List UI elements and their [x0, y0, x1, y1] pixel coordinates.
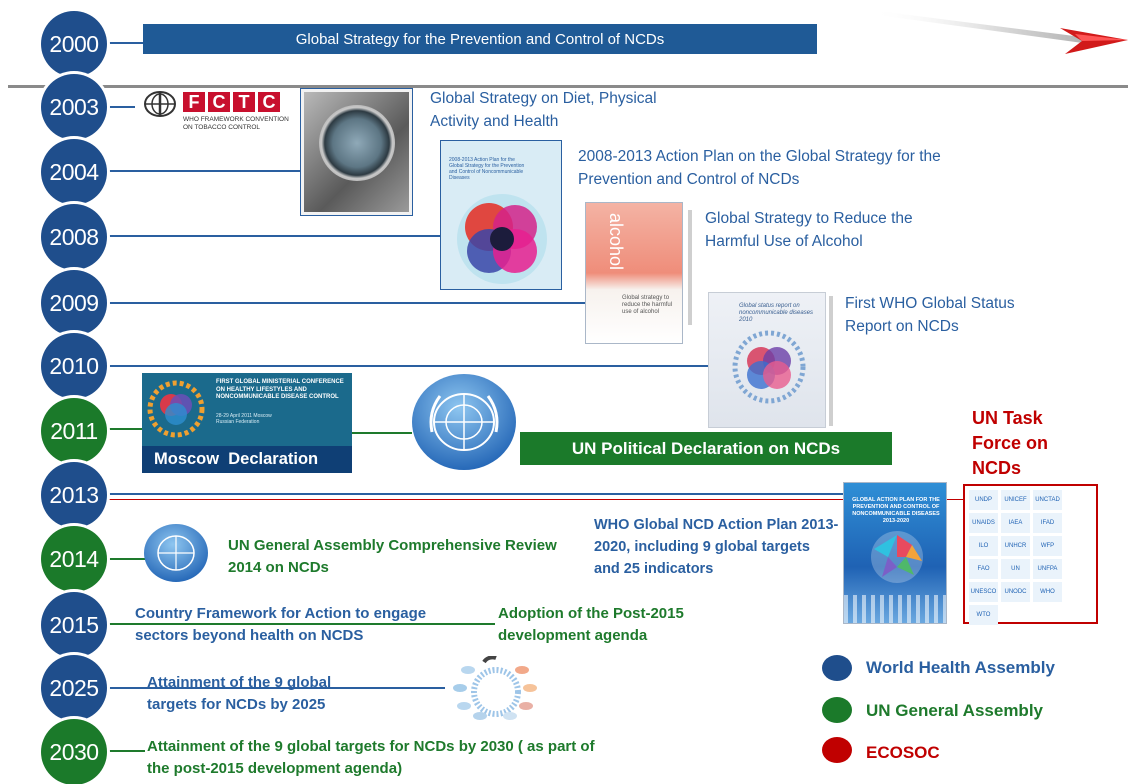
connector-2011-un	[352, 432, 412, 434]
fctc-subtitle: WHO FRAMEWORK CONVENTION ON TOBACCO CONT…	[183, 116, 289, 131]
alcohol-cover-title: alcohol	[606, 213, 626, 271]
connector-2011	[105, 428, 145, 430]
targets-2025-text: Attainment of the 9 global targets for N…	[147, 674, 332, 713]
fctc-letter: F	[183, 92, 205, 112]
fctc-logo: F C T C WHO FRAMEWORK CONVENTION ON TOBA…	[135, 88, 295, 140]
legend-label-ecosoc: ECOSOC	[866, 743, 940, 762]
agency-logo: UN Women	[1001, 559, 1030, 592]
alcohol-strategy-text: Global Strategy to Reduce the Harmful Us…	[705, 210, 913, 250]
year-2000: 2000	[41, 11, 107, 77]
year-2013: 2013	[41, 462, 107, 528]
global-action-plan-cover: GLOBAL ACTION PLAN FOR THE PREVENTION AN…	[843, 482, 947, 624]
connector-2003	[105, 106, 135, 108]
alcohol-cover-sub: Global strategy to reduce the harmful us…	[622, 295, 673, 315]
un-emblem-2014-icon	[144, 524, 208, 582]
diet-cover-plate	[319, 105, 395, 181]
agency-logo: WFP	[1033, 536, 1062, 556]
agency-logos-panel: UNDP UNICEF UNCTAD UNAIDS IAEA IFAD ILO …	[963, 484, 1098, 625]
moscow-declaration-card: FIRST GLOBAL MINISTERIAL CONFERENCE ON H…	[142, 373, 352, 473]
year-2011: 2011	[41, 398, 107, 464]
agency-logo: UNICEF	[1001, 490, 1030, 510]
legend-dot-wha	[822, 655, 852, 681]
alcohol-divider	[688, 210, 692, 325]
year-2008: 2008	[41, 204, 107, 270]
year-2030: 2030	[41, 719, 107, 784]
connector-2010	[105, 365, 710, 367]
agency-logo: UNCTAD	[1033, 490, 1062, 510]
action-plan-2008-cover: 2008-2013 Action Plan for the Global Str…	[440, 140, 562, 290]
connector-2030	[105, 750, 145, 752]
year-2009: 2009	[41, 270, 107, 336]
agency-logo: UNODC	[1001, 582, 1030, 602]
connector-2009	[105, 302, 585, 304]
agency-logo: UNDP	[969, 490, 998, 510]
action-plan-2008-text: 2008-2013 Action Plan on the Global Stra…	[578, 148, 941, 188]
agency-logo: UNESCO	[969, 582, 998, 602]
moscow-date: 28-29 April 2011 Moscow Russian Federati…	[216, 413, 272, 425]
connector-2013	[105, 493, 845, 495]
connector-2008	[105, 235, 440, 237]
year-2015: 2015	[41, 592, 107, 658]
connector-2013-red	[105, 499, 965, 500]
targets-2030-text: Attainment of the 9 global targets for N…	[147, 738, 595, 777]
action-plan-circles-graphic	[457, 194, 547, 284]
legend-label-wha: World Health Assembly	[866, 658, 1055, 677]
moscow-declaration-label: Moscow Declaration	[154, 450, 319, 468]
legend-label-unga: UN General Assembly	[866, 701, 1043, 720]
gap-cover-graphic	[871, 531, 923, 583]
moscow-conference-logo	[147, 380, 205, 438]
year-2003: 2003	[41, 74, 107, 140]
status-cover-title: Global status report on noncommunicable …	[739, 303, 814, 323]
who-emblem-icon	[144, 91, 176, 117]
diet-strategy-text: Global Strategy on Diet, Physical Activi…	[430, 90, 657, 130]
connector-2014	[105, 558, 145, 560]
agency-logo: UNAIDS	[969, 513, 998, 533]
gap-cover-people	[844, 595, 946, 623]
decorative-arrow	[870, 10, 1128, 54]
un-task-force-title: UN Task Force on NCDs	[972, 408, 1049, 478]
fctc-letters: F C T C	[183, 92, 280, 112]
year-2025: 2025	[41, 655, 107, 721]
header-separator	[8, 85, 1128, 88]
country-framework-text: Country Framework for Action to engage s…	[135, 605, 427, 644]
legend-dot-ecosoc	[822, 737, 852, 763]
un-review-2014-text: UN General Assembly Comprehensive Review…	[228, 537, 557, 576]
moscow-label-bar	[142, 446, 352, 473]
status-cover-graphic	[732, 330, 806, 404]
agency-logo: UNHCR	[1001, 536, 1030, 556]
targets-graphic	[453, 656, 537, 720]
agency-logo: WHO	[1033, 582, 1062, 602]
moscow-header: FIRST GLOBAL MINISTERIAL CONFERENCE ON H…	[216, 379, 344, 400]
global-action-plan-text: WHO Global NCD Action Plan 2013-2020, in…	[594, 517, 839, 577]
connector-2000	[105, 42, 145, 44]
status-divider	[829, 296, 833, 426]
gap-cover-title: GLOBAL ACTION PLAN FOR THE PREVENTION AN…	[852, 497, 940, 524]
agency-logo: IFAD	[1033, 513, 1062, 533]
year-2004: 2004	[41, 139, 107, 205]
post-2015-text: Adoption of the Post-2015 development ag…	[498, 605, 684, 644]
global-strategy-banner: Global Strategy for the Prevention and C…	[143, 24, 817, 54]
agency-logo: WTO	[969, 605, 998, 625]
fctc-letter: T	[233, 92, 255, 112]
fctc-letter: C	[208, 92, 230, 112]
connector-2015	[105, 623, 495, 625]
diet-strategy-cover	[300, 88, 413, 216]
agency-logo: ILO	[969, 536, 998, 556]
agency-logo: FAO	[969, 559, 998, 579]
agency-logo: IAEA	[1001, 513, 1030, 533]
status-report-text: First WHO Global Status Report on NCDs	[845, 295, 1015, 335]
status-report-cover: Global status report on noncommunicable …	[708, 292, 826, 428]
legend-dot-unga	[822, 697, 852, 723]
year-2014: 2014	[41, 526, 107, 592]
un-political-declaration-banner: UN Political Declaration on NCDs	[520, 432, 892, 465]
agency-logo: UNFPA	[1033, 559, 1062, 579]
connector-2004	[105, 170, 300, 172]
un-emblem-icon	[412, 374, 516, 470]
fctc-letter: C	[258, 92, 280, 112]
connector-2025	[105, 687, 445, 689]
alcohol-strategy-cover: alcohol Global strategy to reduce the ha…	[585, 202, 683, 344]
action-plan-cover-title: 2008-2013 Action Plan for the Global Str…	[449, 157, 525, 181]
year-2010: 2010	[41, 333, 107, 399]
